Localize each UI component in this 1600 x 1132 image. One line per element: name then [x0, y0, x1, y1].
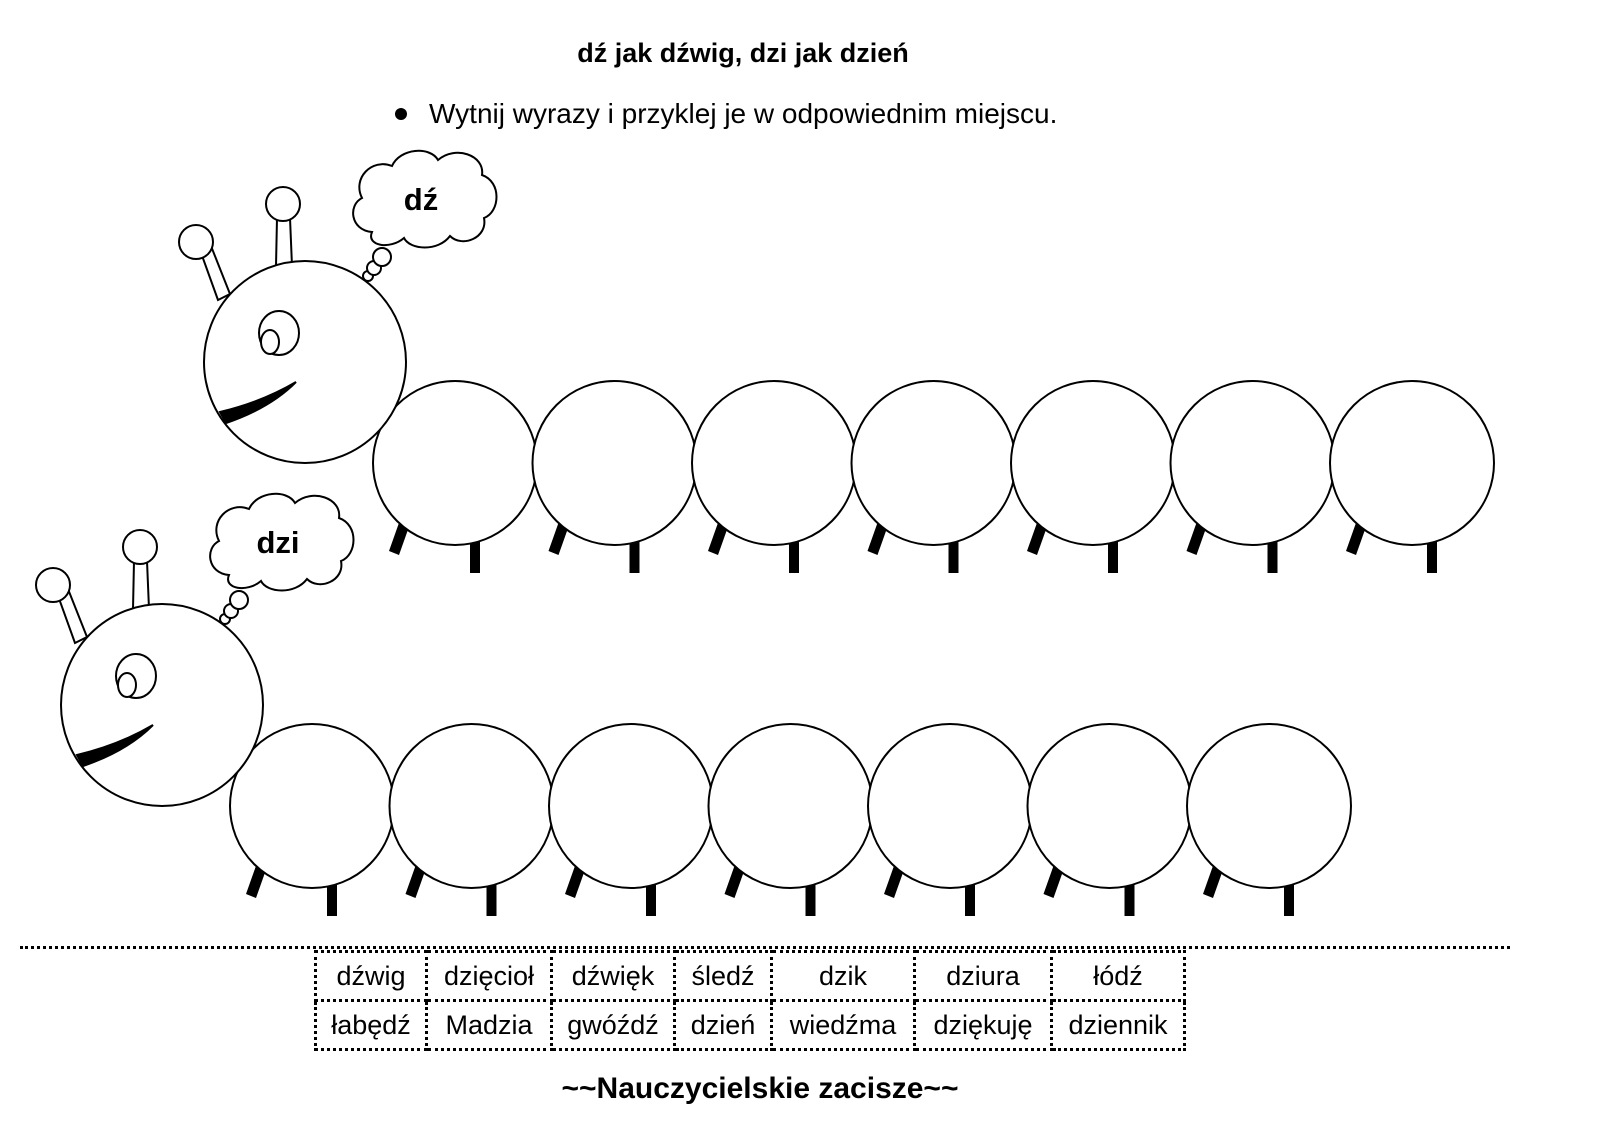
- leg: [1427, 540, 1437, 573]
- word-row: łabędź Madzia gwóźdź dzień wiedźma dzięk…: [314, 999, 1186, 1051]
- leg: [965, 883, 975, 916]
- antenna-ball: [122, 529, 158, 565]
- antenna-ball: [178, 224, 214, 260]
- body-segment: [548, 723, 714, 889]
- cut-line: [20, 946, 1510, 949]
- body-segment: [691, 380, 857, 546]
- leg: [486, 883, 497, 916]
- word-card[interactable]: łabędź: [314, 999, 428, 1051]
- body-segment: [1186, 723, 1352, 889]
- word-card[interactable]: Madzia: [425, 999, 553, 1051]
- pupil: [260, 329, 280, 355]
- antenna-ball: [35, 567, 71, 603]
- word-card[interactable]: dziennik: [1050, 999, 1186, 1051]
- body-segment: [707, 723, 874, 889]
- body-segment: [388, 723, 555, 889]
- leg: [1267, 540, 1278, 573]
- thought-cloud: [209, 492, 355, 592]
- word-card[interactable]: dziura: [913, 950, 1053, 1002]
- word-row: dźwig dzięcioł dźwięk śledź dzik dziura …: [314, 950, 1186, 1002]
- word-card[interactable]: dziękuję: [913, 999, 1053, 1051]
- thought-text: dź: [404, 182, 438, 217]
- leg: [1284, 883, 1294, 916]
- smile: [75, 724, 154, 768]
- caterpillar-head: [60, 603, 264, 807]
- caterpillar: dź: [178, 149, 1495, 573]
- smile: [218, 381, 297, 425]
- body-segment: [1010, 380, 1176, 546]
- antenna-ball: [265, 186, 301, 222]
- body-segment: [867, 723, 1033, 889]
- caterpillar-head: [203, 260, 407, 464]
- word-card[interactable]: śledź: [673, 950, 773, 1002]
- body-segment: [1026, 723, 1193, 889]
- leg: [1108, 540, 1118, 573]
- instruction-text: Wytnij wyrazy i przyklej je w odpowiedni…: [429, 98, 1058, 129]
- body-segment: [229, 723, 395, 889]
- word-card[interactable]: łódź: [1050, 950, 1186, 1002]
- word-card[interactable]: dzień: [673, 999, 773, 1051]
- thought-cloud: [352, 149, 498, 249]
- leg: [1124, 883, 1135, 916]
- word-card[interactable]: dzik: [770, 950, 916, 1002]
- word-cards: dźwig dzięcioł dźwięk śledź dzik dziura …: [314, 950, 1186, 1051]
- body-segment: [1329, 380, 1495, 546]
- body-segment: [1169, 380, 1336, 546]
- leg: [805, 883, 816, 916]
- thought-dot: [229, 590, 249, 610]
- body-segment: [531, 380, 698, 546]
- caterpillar: dzi: [35, 492, 1352, 916]
- instruction: Wytnij wyrazy i przyklej je w odpowiedni…: [395, 98, 1057, 130]
- word-card[interactable]: dźwięk: [550, 950, 676, 1002]
- thought-text: dzi: [256, 525, 299, 560]
- leg: [327, 883, 337, 916]
- leg: [470, 540, 480, 573]
- body-segment: [850, 380, 1017, 546]
- caterpillar-illustrations: dź dzi: [35, 149, 1495, 916]
- body-segment: [372, 380, 538, 546]
- word-card[interactable]: gwóźdź: [550, 999, 676, 1051]
- word-card[interactable]: wiedźma: [770, 999, 916, 1051]
- thought-dot: [372, 247, 392, 267]
- pupil: [117, 672, 137, 698]
- leg: [789, 540, 799, 573]
- leg: [629, 540, 640, 573]
- antenna: [131, 560, 151, 610]
- word-card[interactable]: dźwig: [314, 950, 428, 1002]
- worksheet-title: dź jak dźwig, dzi jak dzień: [577, 38, 909, 68]
- leg: [948, 540, 959, 573]
- bullet-icon: [395, 108, 407, 120]
- word-card[interactable]: dzięcioł: [425, 950, 553, 1002]
- footer-signature: ~~Nauczycielskie zacisze~~: [561, 1072, 959, 1105]
- antenna: [274, 217, 294, 267]
- leg: [646, 883, 656, 916]
